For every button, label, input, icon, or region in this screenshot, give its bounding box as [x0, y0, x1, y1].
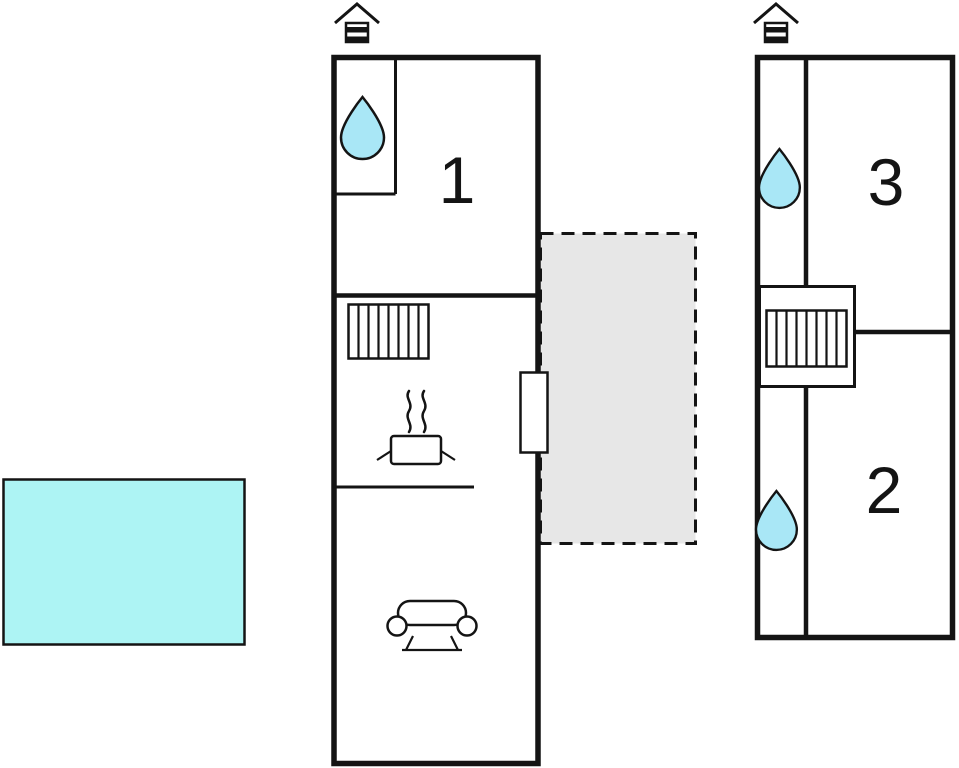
steam-line — [421, 389, 427, 434]
chimney-band — [765, 27, 787, 33]
radiator-icon — [758, 285, 856, 388]
sofa-base — [402, 635, 462, 652]
chimney-roof — [753, 2, 799, 25]
water-drop-icon — [757, 147, 802, 210]
stove-icon — [376, 389, 456, 466]
sofa-back — [396, 599, 468, 627]
chimney-roof — [334, 2, 380, 25]
chimney-band — [346, 36, 368, 42]
room-3-label: 3 — [868, 145, 905, 219]
chimney-icon — [334, 2, 380, 44]
steam-line — [406, 389, 412, 434]
chimney-band — [346, 27, 368, 33]
radiator-icon — [347, 303, 430, 360]
water-drop-icon — [339, 95, 386, 161]
pool — [2, 478, 246, 646]
building-main: 1 — [331, 54, 549, 767]
sofa-armrest — [456, 615, 478, 637]
pot-body — [389, 434, 443, 466]
water-drop-icon — [754, 489, 799, 552]
room-2-label: 2 — [866, 453, 903, 527]
radiator-fins — [775, 310, 838, 367]
chimney-icon — [753, 2, 799, 44]
building-annex: 3 2 — [754, 54, 956, 641]
sofa-icon — [386, 599, 478, 652]
building-main-walls — [331, 54, 541, 767]
chimney-band — [765, 36, 787, 42]
door — [519, 371, 549, 454]
pot-handles — [376, 450, 456, 461]
radiator-fins — [357, 304, 420, 359]
room-1-label: 1 — [439, 143, 476, 217]
terrace — [539, 232, 697, 545]
sofa-armrest — [386, 615, 408, 637]
